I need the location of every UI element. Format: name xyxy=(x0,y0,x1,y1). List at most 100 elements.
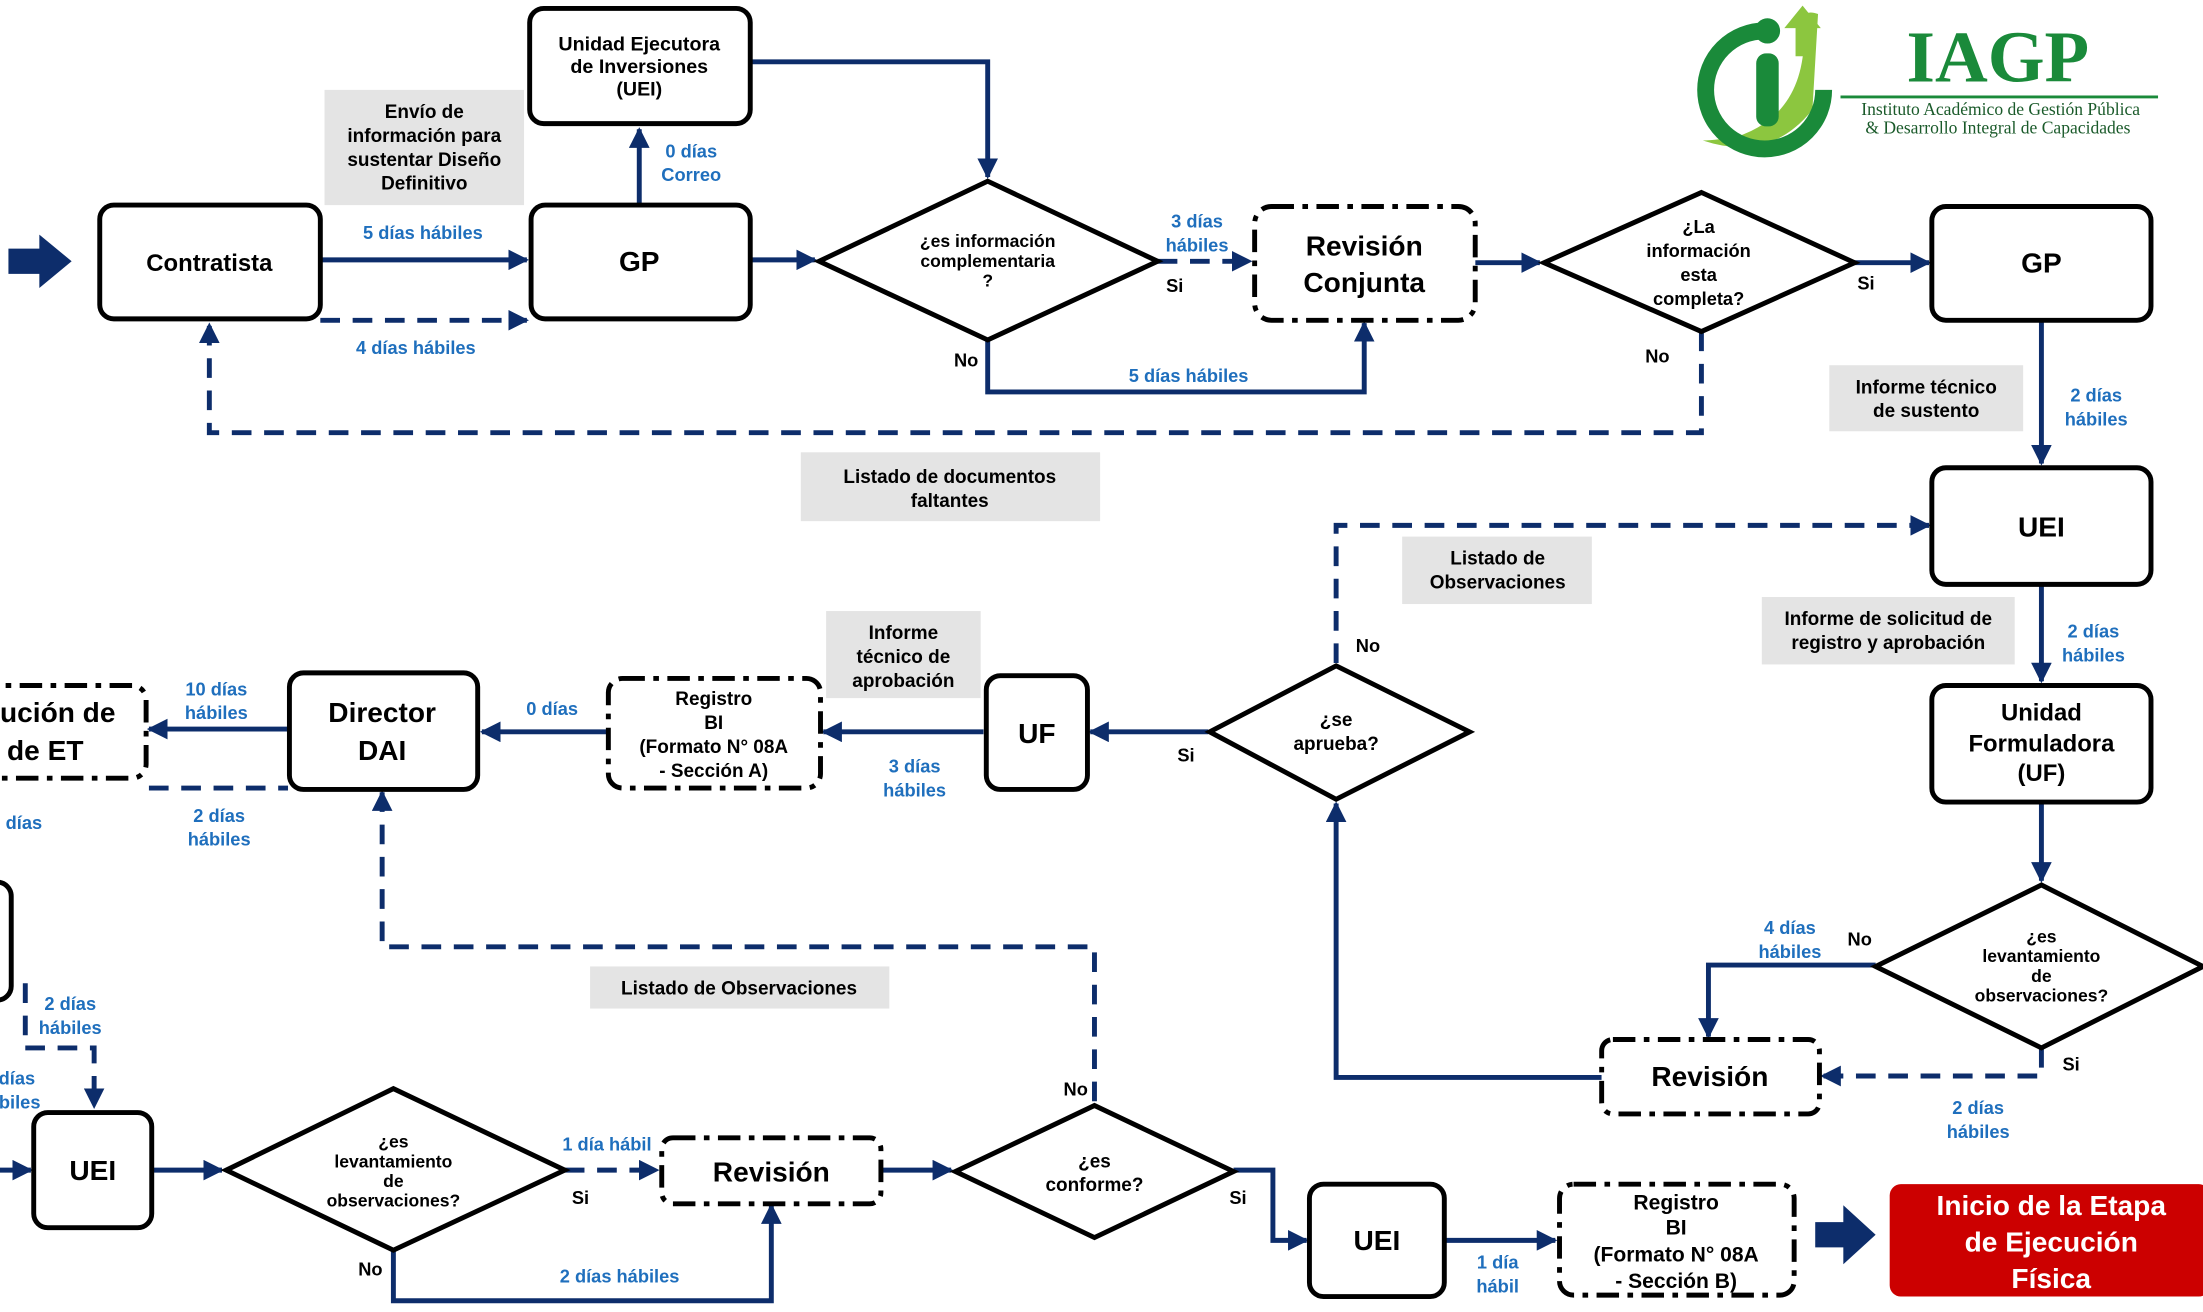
edge-conforme-uei xyxy=(1233,1167,1309,1251)
no-label-5: No xyxy=(358,1258,382,1279)
edge-lev-no-revision xyxy=(390,1203,782,1304)
svg-text:Revisión: Revisión xyxy=(713,1156,830,1187)
svg-text:UEI: UEI xyxy=(1353,1225,1400,1256)
edge-aprueba-no-uei xyxy=(1333,515,1932,664)
si-label-5: Si xyxy=(572,1187,589,1208)
node-uei-bottom-left: UEI xyxy=(31,1110,155,1231)
label-0-dias: 0 días xyxy=(526,698,578,719)
node-contratista: Contratista xyxy=(97,202,323,322)
si-label-6: Si xyxy=(1229,1187,1246,1208)
si-label-3: Si xyxy=(2062,1053,2079,1074)
svg-text:Revisión: Revisión xyxy=(1651,1061,1768,1092)
connectors-dashed xyxy=(22,250,2044,1181)
svg-text:UF: UF xyxy=(1018,718,1055,749)
label-2-dias-habiles-bottom: 2 días hábiles xyxy=(560,1266,680,1287)
logo-head-icon xyxy=(1754,18,1781,44)
edge-decision-no-revision-right xyxy=(1698,962,1876,1039)
svg-text:Contratista: Contratista xyxy=(146,250,273,277)
logo-body-icon xyxy=(1756,53,1779,127)
node-uei-right: UEI xyxy=(1929,465,2154,587)
edge-left-down-uei xyxy=(22,983,105,1109)
note-listado-obs-1-box xyxy=(1402,536,1592,605)
node-uei-bottom-right: UEI xyxy=(1306,1181,1447,1300)
logo-acronym: IAGP xyxy=(1907,16,2090,97)
edge-decision-no-revision xyxy=(985,321,1375,395)
note-informe-aprobacion-box xyxy=(826,611,981,699)
edge-decision2-no-contratista xyxy=(199,322,1704,436)
branch-labels: Si No Si No No Si No Si Si No No Si xyxy=(358,272,2079,1279)
si-label-2: Si xyxy=(1857,272,1874,293)
note-informe-solicitud-box xyxy=(1761,597,2015,665)
note-listado-obs-2: Listado de Observaciones xyxy=(621,979,857,1000)
start-arrow-icon xyxy=(8,234,72,288)
label-5-dias-1: 5 días hábiles xyxy=(363,222,483,243)
end-arrow-icon xyxy=(1815,1205,1876,1265)
edge-conforme-no-director xyxy=(371,790,1097,1102)
si-label-1: Si xyxy=(1166,275,1183,296)
label-1-dia-habil: 1 día hábil xyxy=(562,1133,651,1154)
no-label-1: No xyxy=(954,350,978,371)
logo-arrow-icon xyxy=(1784,5,1821,57)
connectors xyxy=(0,59,2052,1304)
note-listado-obs-2-box xyxy=(590,966,890,1009)
node-revision-right: Revisión xyxy=(1599,1037,1822,1117)
svg-text:GP: GP xyxy=(2021,248,2062,279)
node-gp-1: GP xyxy=(528,202,753,322)
label-5-dias-2: 5 días hábiles xyxy=(1129,365,1249,386)
note-informe-sustento-box xyxy=(1829,365,2024,432)
node-uf-mid: UF xyxy=(983,673,1090,792)
svg-text:UEI: UEI xyxy=(69,1155,116,1186)
label-4-dias: 4 días hábiles xyxy=(356,337,476,358)
no-label-4: No xyxy=(1356,635,1380,656)
label-dias-cut: días xyxy=(6,812,43,833)
node-left-cut xyxy=(0,879,14,1003)
node-revision-bottom: Revisión xyxy=(659,1135,884,1207)
no-label-3: No xyxy=(1848,928,1872,949)
note-listado-faltantes-box xyxy=(800,452,1101,522)
